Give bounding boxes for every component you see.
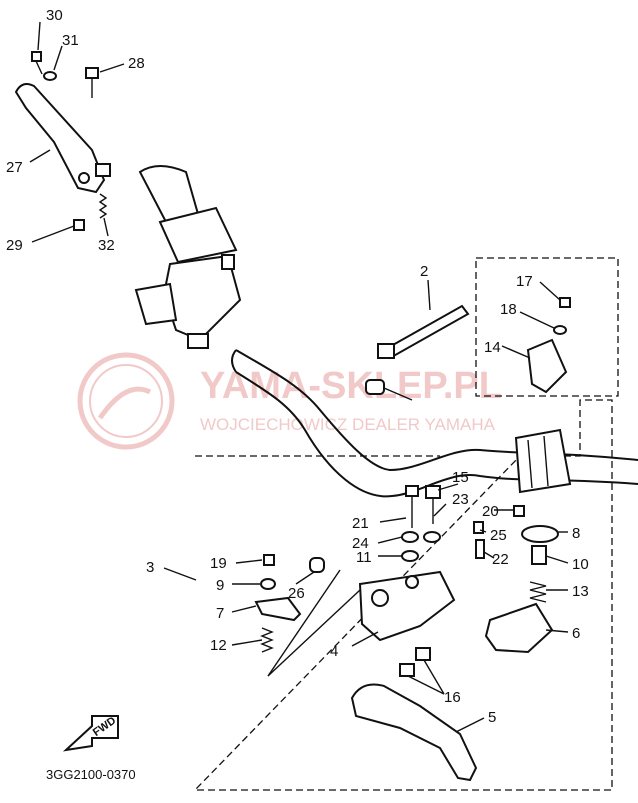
callout-14: 14 xyxy=(484,339,501,356)
callout-29: 29 xyxy=(6,237,23,254)
diagram-code: 3GG2100-0370 xyxy=(46,767,136,782)
callout-11: 11 xyxy=(356,549,372,566)
callout-18: 18 xyxy=(500,301,517,318)
callout-21: 21 xyxy=(352,515,369,532)
callout-17: 17 xyxy=(516,273,533,290)
callout-13: 13 xyxy=(572,583,589,600)
callout-16: 16 xyxy=(444,689,461,706)
callout-5: 5 xyxy=(488,709,496,726)
fwd-arrow: FWD xyxy=(62,715,119,752)
callout-12: 12 xyxy=(210,637,227,654)
clamp-body-6 xyxy=(484,602,554,654)
watermark: YAMA-SKLEP.PL WOJCIECHOWICZ DEALER YAMAH… xyxy=(77,352,502,450)
callout-15: 15 xyxy=(452,469,469,486)
brake-lever-27 xyxy=(14,83,111,194)
callout-25: 25 xyxy=(490,527,507,544)
switch-assembly-frame xyxy=(475,257,619,397)
callout-20: 20 xyxy=(482,503,499,520)
callout-23: 23 xyxy=(452,491,469,508)
callout-27: 27 xyxy=(6,159,23,176)
holder-boss xyxy=(371,589,389,607)
callout-31: 31 xyxy=(62,32,79,49)
callout-30: 30 xyxy=(46,7,63,24)
callout-24: 24 xyxy=(352,535,369,552)
callout-22: 22 xyxy=(492,551,509,568)
callout-4: 4 xyxy=(330,643,338,660)
right-grip-switch xyxy=(514,338,572,494)
callout-numbers: 30 31 28 27 29 32 2 17 18 14 3 15 23 21 … xyxy=(6,7,589,726)
leader-lines xyxy=(29,21,569,733)
watermark-subtitle: WOJCIECHOWICZ DEALER YAMAHA xyxy=(200,415,496,434)
callout-19: 19 xyxy=(210,555,227,572)
callout-7: 7 xyxy=(216,605,224,622)
callout-28: 28 xyxy=(128,55,145,72)
clutch-lever-5 xyxy=(350,683,478,782)
small-parts xyxy=(31,51,571,677)
watermark-title: YAMA-SKLEP.PL xyxy=(200,365,502,407)
callout-6: 6 xyxy=(572,625,580,642)
holder-boss xyxy=(405,575,419,589)
callout-3: 3 xyxy=(146,559,154,576)
lever-holder-4 xyxy=(358,570,456,642)
callout-9: 9 xyxy=(216,577,224,594)
callout-32: 32 xyxy=(98,237,115,254)
callout-2: 2 xyxy=(420,263,428,280)
front-brake-master-cylinder xyxy=(134,165,242,349)
callout-8: 8 xyxy=(572,525,580,542)
callout-10: 10 xyxy=(572,556,589,573)
callout-26: 26 xyxy=(288,585,305,602)
